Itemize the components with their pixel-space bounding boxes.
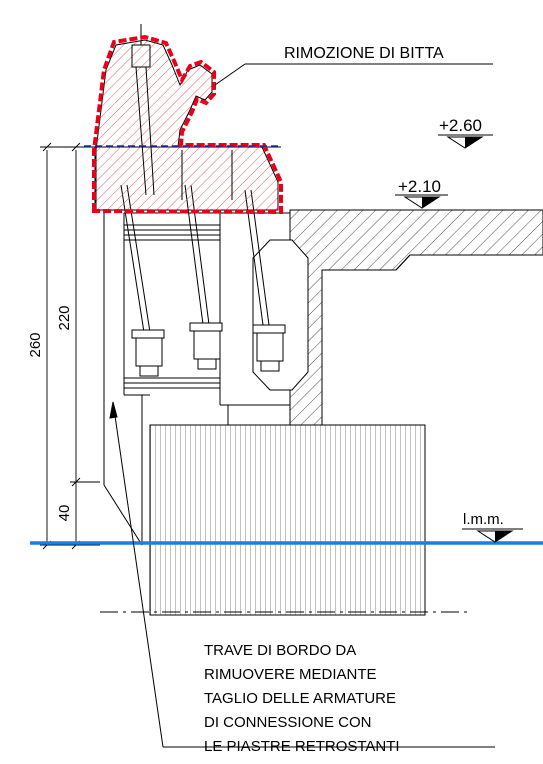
bollard-removal — [92, 24, 283, 215]
elevation-top-marker — [438, 134, 493, 149]
sea-level-marker — [462, 528, 523, 543]
dimension-upper-label: 220 — [56, 305, 73, 330]
note-line: RIMUOVERE MEDIANTE — [204, 666, 377, 683]
elevation-top-label: +2.60 — [439, 116, 482, 135]
removal-leader — [214, 63, 493, 86]
back-slab — [289, 209, 543, 426]
note-line: DI CONNESSIONE CON — [204, 714, 372, 731]
sea-level-label: l.m.m. — [463, 511, 504, 528]
note-text: TRAVE DI BORDO DA RIMUOVERE MEDIANTE TAG… — [204, 642, 400, 755]
note-line: TRAVE DI BORDO DA — [204, 642, 356, 659]
note-line: LE PIASTRE RETROSTANTI — [204, 738, 400, 755]
dimension-lower-label: 40 — [56, 505, 73, 522]
note-line: TAGLIO DELLE ARMATURE — [204, 690, 396, 707]
removal-title: RIMOZIONE DI BITTA — [284, 45, 444, 62]
note-leader — [109, 401, 495, 748]
dimension-chain — [40, 142, 100, 550]
elevation-mid-label: +2.10 — [398, 177, 441, 196]
pile-block — [100, 424, 470, 616]
elevation-mid-marker — [395, 194, 448, 209]
anchor-nuts — [131, 322, 286, 377]
dimension-total-label: 260 — [27, 332, 44, 357]
